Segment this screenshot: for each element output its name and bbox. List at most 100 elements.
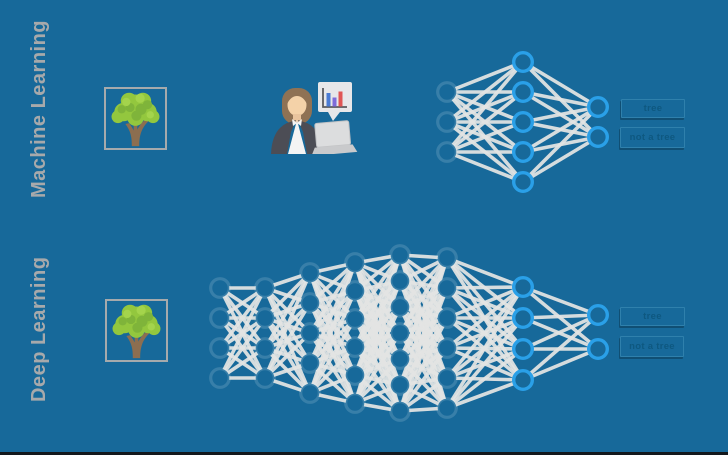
network-node [299,292,321,314]
network-edge [308,261,357,305]
network-edge [308,290,357,394]
network-node [344,308,366,330]
network-node [209,307,231,329]
output-label-ml-tree: tree [621,99,685,118]
network-node [436,247,458,269]
feature-extraction-figure [268,78,358,156]
network-node [344,252,366,274]
bar-chart-speech-bubble-icon [318,82,352,121]
network-edge [521,313,600,382]
laptop-icon [311,120,358,156]
network-edge [353,332,402,404]
network-edge [263,331,312,380]
network-edge [446,150,524,184]
network-edge [445,285,525,380]
network-edge [522,347,599,382]
network-edge [522,313,599,320]
network-node [512,307,535,330]
network-node [389,296,411,318]
network-edge [522,105,599,154]
network-node [299,262,321,284]
deep-learning-network [209,244,610,422]
network-edge [522,135,599,184]
network-edge [445,286,525,409]
network-edge [445,316,525,410]
network-node [512,110,535,133]
network-edge [398,305,449,350]
network-edge [522,60,599,109]
output-label-dl-tree: tree [620,307,685,326]
output-label-ml-not-a-tree: not a tree [620,127,685,148]
network-node [512,51,535,74]
network-edge [218,286,267,350]
network-node [587,95,610,118]
network-node [254,307,276,329]
network-node [344,280,366,302]
network-node [436,397,458,419]
network-edge [398,376,449,413]
network-node [344,336,366,358]
network-edge [308,262,357,394]
network-edge [445,285,525,350]
input-image-box-ml [104,87,167,150]
network-node [436,337,458,359]
network-edge [446,256,524,289]
network-node [344,392,366,414]
network-edge [308,345,357,395]
network-node [512,170,535,193]
network-edge [218,316,267,380]
network-node [299,382,321,404]
network-edge [263,272,312,349]
network-node [587,338,610,361]
network-edge [445,347,525,410]
network-node [209,277,231,299]
network-node [344,364,366,386]
network-node [389,374,411,396]
network-node [209,367,231,389]
network-edge [446,285,524,320]
network-edge [353,357,402,405]
input-image-box-dl [105,299,168,362]
network-node [512,338,535,361]
network-edge [522,90,599,109]
network-edge [308,262,357,334]
network-edge [398,287,449,412]
network-edge [353,306,402,404]
network-edge [446,60,524,94]
network-edge [522,313,599,351]
network-edge [263,271,312,320]
network-node [254,367,276,389]
tree-icon [112,304,161,359]
network-node [587,304,610,327]
network-node [512,140,535,163]
network-node [436,277,458,299]
network-node [209,337,231,359]
network-node [299,352,321,374]
network-edge [308,318,357,394]
network-node [389,400,411,422]
network-edge [445,60,525,124]
network-node [436,141,458,163]
output-label-dl-not-a-tree: not a tree [620,336,684,357]
network-edge [353,253,402,293]
network-edge [398,257,449,334]
machine-learning-network [436,51,610,193]
tree-icon [111,92,160,147]
analyst-with-laptop-icon [271,82,358,156]
network-edge [218,287,267,379]
network-node [254,277,276,299]
network-edge [263,302,312,379]
network-edge [446,120,524,154]
network-edge [263,272,312,379]
network-edge [353,280,402,404]
network-edge [521,105,600,184]
network-node [389,348,411,370]
network-node [587,125,610,148]
network-node [389,270,411,292]
network-node [436,367,458,389]
network-edge [353,253,402,321]
network-edge [522,285,599,317]
network-edge [445,90,525,154]
